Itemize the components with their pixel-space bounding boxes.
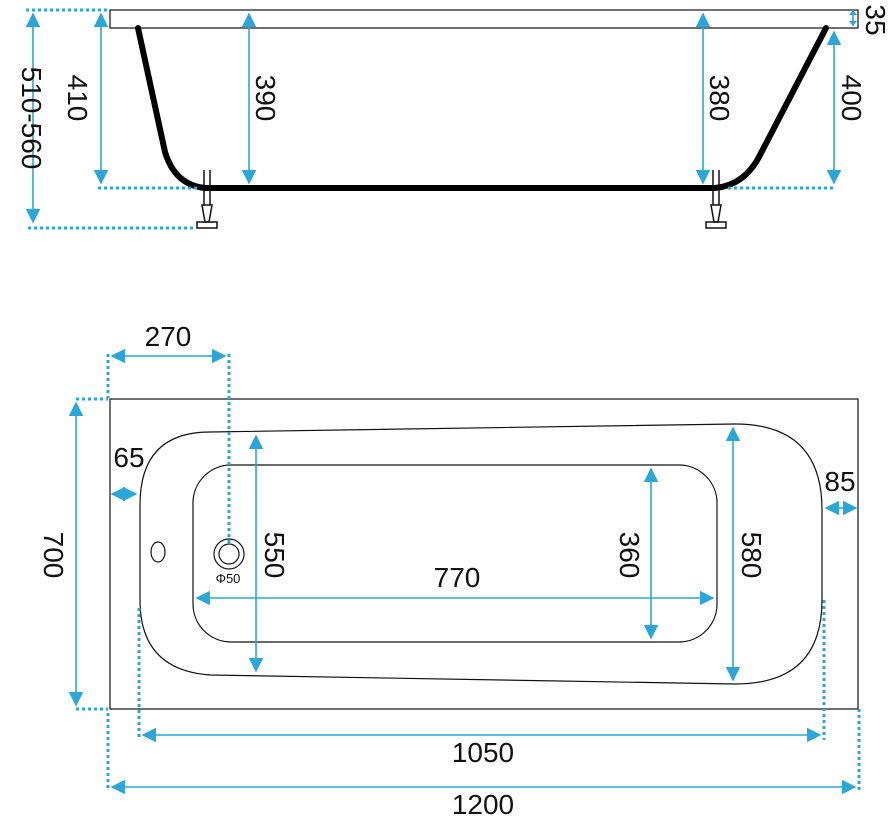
rim-arrow-top xyxy=(849,10,857,15)
label-left-height: 410 xyxy=(62,75,93,122)
tub-outer-outline xyxy=(109,398,859,710)
label-right-height: 400 xyxy=(836,75,867,122)
label-total-height: 510-560 xyxy=(16,67,47,170)
rim-arrow-bottom xyxy=(849,21,857,26)
label-inner-length: 1050 xyxy=(452,737,514,768)
label-basin-right: 580 xyxy=(736,532,767,579)
tub-body-profile xyxy=(135,25,829,191)
drain xyxy=(213,538,245,570)
label-drain-diameter: Φ50 xyxy=(216,571,241,586)
top-view: Φ50 270 65 85 700 550 360 580 770 xyxy=(38,321,861,817)
label-drain-offset: 270 xyxy=(145,321,192,352)
label-depth-right: 380 xyxy=(704,75,735,122)
side-view: 510-560 410 390 380 400 35 xyxy=(16,4,888,230)
label-rim-height: 35 xyxy=(860,4,888,35)
tub-foot-left xyxy=(196,170,218,229)
label-rim-right: 85 xyxy=(824,466,855,497)
label-basin-left: 550 xyxy=(259,532,290,579)
label-overall-width: 700 xyxy=(38,532,69,579)
tub-rim xyxy=(109,9,859,29)
label-bottom-width: 360 xyxy=(614,532,645,579)
label-bottom-length: 770 xyxy=(434,562,481,593)
label-rim-left: 65 xyxy=(113,442,144,473)
tub-foot-right xyxy=(705,170,727,229)
tub-bottom-outline xyxy=(192,464,718,643)
label-overall-length: 1200 xyxy=(452,789,514,817)
tub-basin-outline xyxy=(139,423,823,685)
label-depth-left: 390 xyxy=(250,75,281,122)
overflow-hole xyxy=(150,541,166,563)
